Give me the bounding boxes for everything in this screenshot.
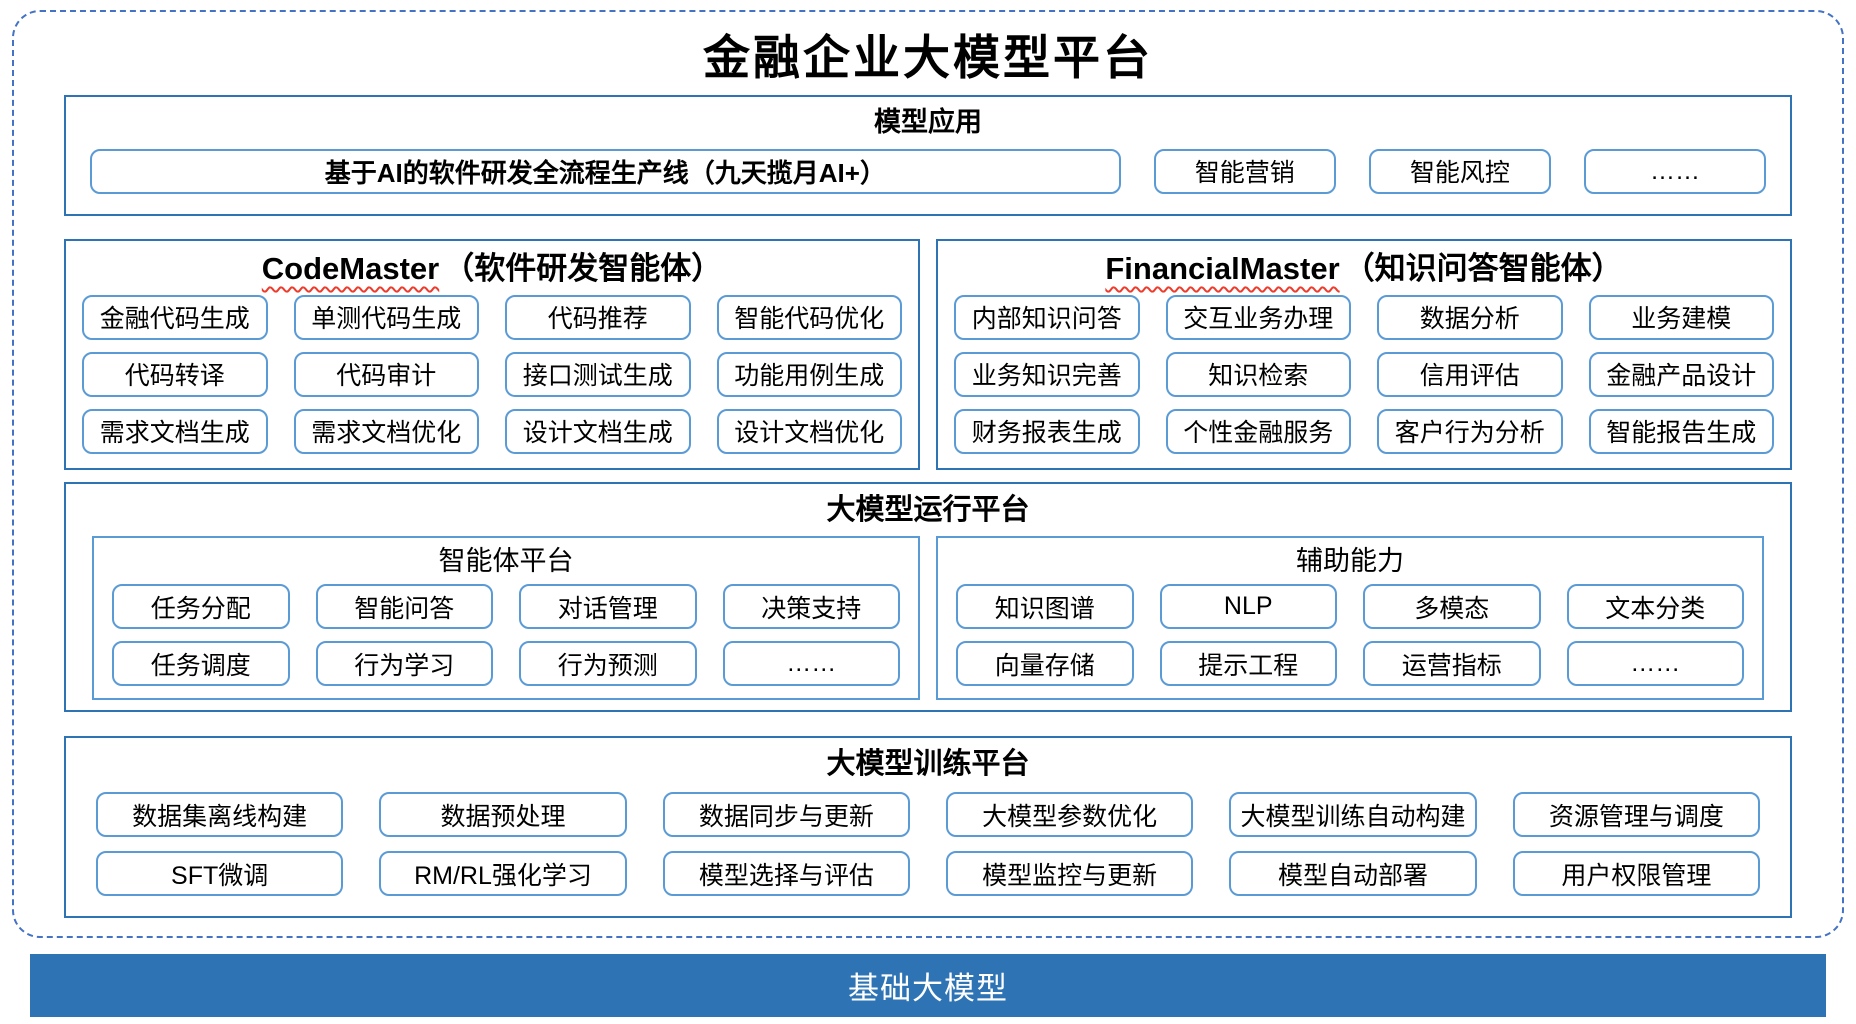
financialmaster-item: 客户行为分析 (1377, 408, 1563, 454)
financialmaster-grid: 内部知识问答 交互业务办理 数据分析 业务建模 业务知识完善 知识检索 信用评估… (954, 294, 1774, 454)
agent-platform-title: 智能体平台 (438, 546, 574, 576)
aux-capability-item: 文本分类 (1566, 584, 1744, 629)
financialmaster-item: 知识检索 (1165, 351, 1351, 397)
codemaster-item: 需求文档生成 (82, 408, 268, 454)
runtime-platform-section: 大模型运行平台 智能体平台 任务分配 智能问答 对话管理 决策支持 任务调度 行… (64, 481, 1792, 712)
foundation-model-bar: 基础大模型 (30, 954, 1826, 1017)
agent-platform-item: …… (722, 641, 900, 686)
agent-platform-item: 对话管理 (519, 584, 697, 629)
page-title: 金融企业大模型平台 (703, 31, 1153, 86)
codemaster-item: 代码审计 (293, 351, 479, 397)
codemaster-item: 需求文档优化 (293, 408, 479, 454)
agent-platform-item: 智能问答 (315, 584, 493, 629)
aux-capability-item: 多模态 (1363, 584, 1541, 629)
training-item: 模型自动部署 (1229, 851, 1477, 897)
training-item: 大模型训练自动构建 (1229, 792, 1477, 838)
aux-capability-item: 知识图谱 (956, 584, 1134, 629)
agent-platform-item: 行为预测 (519, 641, 697, 686)
financialmaster-header: FinancialMaster（知识问答智能体） (954, 247, 1774, 291)
agent-platform-grid: 任务分配 智能问答 对话管理 决策支持 任务调度 行为学习 行为预测 …… (112, 584, 900, 686)
agent-platform-group: 智能体平台 任务分配 智能问答 对话管理 决策支持 任务调度 行为学习 行为预测… (92, 536, 920, 700)
aux-capability-item: 运营指标 (1363, 641, 1541, 686)
financialmaster-item: 业务建模 (1588, 294, 1774, 340)
aux-capability-title: 辅助能力 (1296, 546, 1404, 576)
aux-capability-grid: 知识图谱 NLP 多模态 文本分类 向量存储 提示工程 运营指标 …… (956, 584, 1744, 686)
training-platform-grid: 数据集离线构建 数据预处理 数据同步与更新 大模型参数优化 大模型训练自动构建 … (96, 792, 1760, 897)
training-platform-header: 大模型训练平台 (826, 748, 1030, 780)
codemaster-item: 功能用例生成 (716, 351, 902, 397)
app-item-more: …… (1583, 148, 1767, 194)
codemaster-item: 代码转译 (82, 351, 268, 397)
codemaster-item: 接口测试生成 (505, 351, 691, 397)
financialmaster-item: 信用评估 (1377, 351, 1563, 397)
financialmaster-item: 个性金融服务 (1165, 408, 1351, 454)
codemaster-name: CodeMaster (261, 250, 440, 286)
financialmaster-item: 交互业务办理 (1165, 294, 1351, 340)
training-item: 模型监控与更新 (945, 851, 1194, 897)
financialmaster-item: 内部知识问答 (954, 294, 1140, 340)
aux-capability-item: 向量存储 (956, 641, 1134, 686)
codemaster-item: 智能代码优化 (716, 294, 902, 340)
codemaster-grid: 金融代码生成 单测代码生成 代码推荐 智能代码优化 代码转译 代码审计 接口测试… (82, 294, 902, 454)
training-item: 数据预处理 (379, 792, 627, 838)
financialmaster-section: FinancialMaster（知识问答智能体） 内部知识问答 交互业务办理 数… (936, 238, 1792, 470)
outer-dashed-frame: 金融企业大模型平台 模型应用 基于AI的软件研发全流程生产线（九天揽月AI+） … (12, 10, 1844, 938)
codemaster-item: 代码推荐 (505, 294, 691, 340)
financialmaster-subtitle: （知识问答智能体） (1343, 250, 1623, 286)
financialmaster-item: 智能报告生成 (1588, 408, 1774, 454)
codemaster-item: 单测代码生成 (293, 294, 479, 340)
financialmaster-item: 金融产品设计 (1588, 351, 1774, 397)
codemaster-item: 设计文档生成 (505, 408, 691, 454)
training-item: 资源管理与调度 (1512, 792, 1760, 838)
financialmaster-item: 数据分析 (1377, 294, 1563, 340)
agent-platform-item: 任务调度 (112, 641, 290, 686)
model-application-row: 基于AI的软件研发全流程生产线（九天揽月AI+） 智能营销 智能风控 …… (80, 148, 1776, 194)
runtime-platform-header: 大模型运行平台 (826, 493, 1030, 526)
aux-capability-item: 提示工程 (1159, 641, 1337, 686)
aux-capability-item: NLP (1159, 584, 1337, 629)
agents-row: CodeMaster（软件研发智能体） 金融代码生成 单测代码生成 代码推荐 智… (64, 238, 1792, 470)
training-item: 大模型参数优化 (945, 792, 1194, 838)
financialmaster-name: FinancialMaster (1105, 250, 1340, 286)
codemaster-section: CodeMaster（软件研发智能体） 金融代码生成 单测代码生成 代码推荐 智… (64, 238, 920, 470)
training-item: 模型选择与评估 (662, 851, 910, 897)
training-item: 数据同步与更新 (662, 792, 910, 838)
codemaster-header: CodeMaster（软件研发智能体） (82, 247, 902, 291)
financialmaster-item: 财务报表生成 (954, 408, 1140, 454)
app-pipeline-box: 基于AI的软件研发全流程生产线（九天揽月AI+） (90, 148, 1121, 194)
agent-platform-item: 决策支持 (722, 584, 900, 629)
training-item: RM/RL强化学习 (379, 851, 627, 897)
training-item: SFT微调 (96, 851, 344, 897)
model-application-header: 模型应用 (874, 107, 982, 137)
training-item: 数据集离线构建 (96, 792, 344, 838)
app-item-risk: 智能风控 (1368, 148, 1551, 194)
runtime-platform-row: 智能体平台 任务分配 智能问答 对话管理 决策支持 任务调度 行为学习 行为预测… (92, 536, 1764, 700)
agent-platform-item: 行为学习 (315, 641, 493, 686)
training-item: 用户权限管理 (1512, 851, 1760, 897)
codemaster-item: 金融代码生成 (82, 294, 268, 340)
model-application-section: 模型应用 基于AI的软件研发全流程生产线（九天揽月AI+） 智能营销 智能风控 … (64, 95, 1792, 216)
agent-platform-item: 任务分配 (112, 584, 290, 629)
financialmaster-item: 业务知识完善 (954, 351, 1140, 397)
aux-capability-item: …… (1566, 641, 1744, 686)
app-item-marketing: 智能营销 (1153, 148, 1336, 194)
training-platform-section: 大模型训练平台 数据集离线构建 数据预处理 数据同步与更新 大模型参数优化 大模… (64, 736, 1792, 919)
aux-capability-group: 辅助能力 知识图谱 NLP 多模态 文本分类 向量存储 提示工程 运营指标 …… (936, 536, 1764, 700)
codemaster-item: 设计文档优化 (716, 408, 902, 454)
codemaster-subtitle: （软件研发智能体） (443, 250, 723, 286)
